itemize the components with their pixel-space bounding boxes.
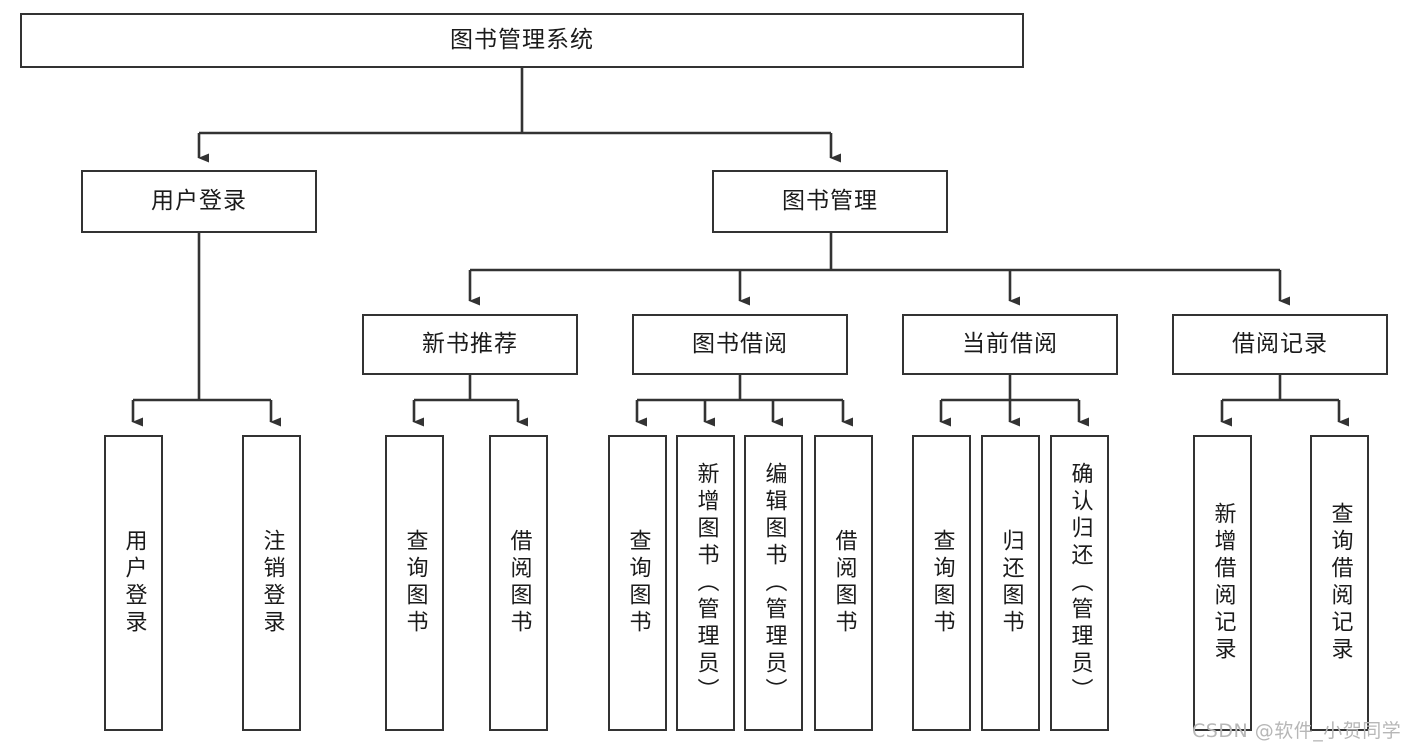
node-label: 查询图书 [402, 529, 428, 637]
node-label: 新增图书（管理员） [693, 461, 719, 705]
leaf-borrow-book[interactable]: 借阅图书 [814, 435, 873, 731]
node-label: 借阅图书 [831, 529, 857, 637]
leaf-query-book-recommend[interactable]: 查询图书 [385, 435, 444, 731]
node-label: 当前借阅 [962, 330, 1058, 357]
leaf-query-book-borrow[interactable]: 查询图书 [608, 435, 667, 731]
csdn-watermark: CSDN @软件_小贺同学 [1192, 720, 1402, 742]
node-book-borrow[interactable]: 图书借阅 [632, 314, 848, 375]
leaf-add-borrow-record[interactable]: 新增借阅记录 [1193, 435, 1252, 731]
leaf-query-book-current[interactable]: 查询图书 [912, 435, 971, 731]
leaf-user-login[interactable]: 用户登录 [104, 435, 163, 731]
node-label: 图书借阅 [692, 330, 788, 357]
node-label: 查询图书 [929, 529, 955, 637]
leaf-edit-book-admin[interactable]: 编辑图书（管理员） [744, 435, 803, 731]
node-label: 用户登录 [121, 529, 147, 637]
leaf-confirm-return-admin[interactable]: 确认归还（管理员） [1050, 435, 1109, 731]
node-label: 归还图书 [998, 529, 1024, 637]
node-label: 新书推荐 [422, 330, 518, 357]
leaf-query-borrow-record[interactable]: 查询借阅记录 [1310, 435, 1369, 731]
node-label: 查询借阅记录 [1327, 502, 1353, 664]
node-label: 图书管理系统 [450, 26, 594, 53]
node-label: 确认归还（管理员） [1067, 461, 1093, 705]
node-label: 借阅记录 [1232, 330, 1328, 357]
leaf-return-book[interactable]: 归还图书 [981, 435, 1040, 731]
node-current-borrow[interactable]: 当前借阅 [902, 314, 1118, 375]
node-label: 借阅图书 [506, 529, 532, 637]
node-label: 新增借阅记录 [1210, 502, 1236, 664]
node-label: 图书管理 [782, 187, 878, 214]
leaf-add-book-admin[interactable]: 新增图书（管理员） [676, 435, 735, 731]
node-book-management[interactable]: 图书管理 [712, 170, 948, 233]
node-label: 编辑图书（管理员） [761, 461, 787, 705]
leaf-borrow-book-recommend[interactable]: 借阅图书 [489, 435, 548, 731]
node-new-book-recommend[interactable]: 新书推荐 [362, 314, 578, 375]
node-root-book-management-system[interactable]: 图书管理系统 [20, 13, 1024, 68]
node-user-login[interactable]: 用户登录 [81, 170, 317, 233]
node-label: 查询图书 [625, 529, 651, 637]
leaf-logout[interactable]: 注销登录 [242, 435, 301, 731]
node-borrow-record[interactable]: 借阅记录 [1172, 314, 1388, 375]
node-label: 用户登录 [151, 187, 247, 214]
node-label: 注销登录 [259, 529, 285, 637]
